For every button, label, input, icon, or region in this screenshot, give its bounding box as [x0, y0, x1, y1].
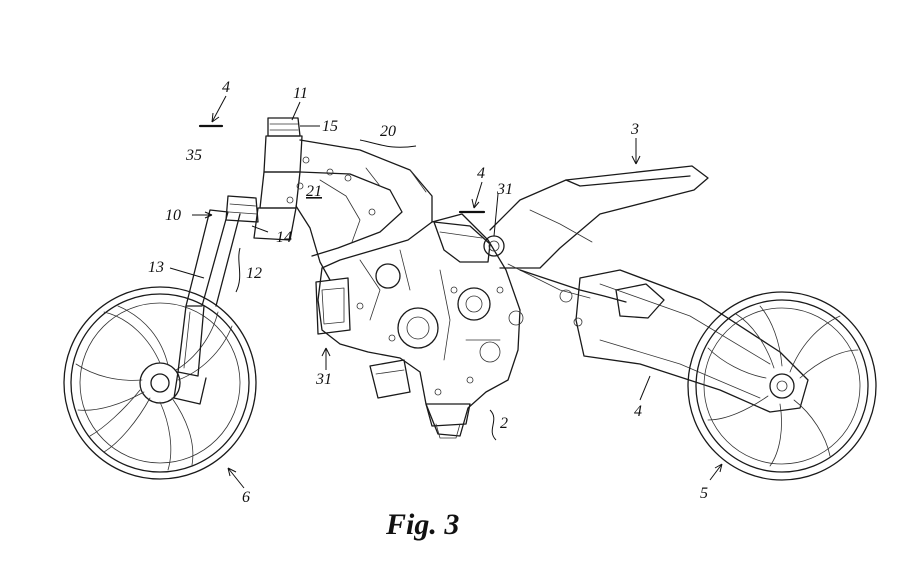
label-21: 21	[306, 183, 322, 200]
engine	[315, 213, 524, 439]
section-markers	[198, 95, 486, 214]
frame	[286, 139, 433, 281]
label-31-bottom: 31	[315, 371, 332, 388]
reference-labels: 4 11 15 20 3 35 21 4 31 10 14 13 12 31 2…	[148, 79, 708, 506]
label-4-mid: 4	[477, 165, 485, 182]
swingarm	[575, 269, 809, 413]
front-wheel-spokes	[75, 305, 233, 471]
label-5: 5	[700, 485, 708, 502]
label-12: 12	[246, 265, 262, 282]
label-4-top: 4	[222, 79, 230, 96]
label-20: 20	[380, 123, 396, 140]
label-13: 13	[148, 259, 164, 276]
rear-subframe	[489, 165, 709, 327]
label-2: 2	[500, 415, 508, 432]
label-11: 11	[293, 85, 308, 102]
label-31-top: 31	[496, 181, 513, 198]
label-6: 6	[242, 489, 250, 506]
label-14: 14	[276, 229, 292, 246]
label-15: 15	[322, 118, 338, 135]
label-4-swingarm: 4	[634, 403, 642, 420]
rear-wheel-spokes	[707, 305, 859, 467]
label-3: 3	[630, 121, 639, 138]
figure-caption: Fig. 3	[385, 508, 459, 541]
front-wheel	[63, 286, 257, 480]
rear-wheel	[687, 291, 877, 481]
front-fork	[173, 195, 259, 405]
label-35: 35	[185, 147, 202, 164]
label-10: 10	[165, 207, 181, 224]
leader-lines	[169, 101, 723, 489]
steering-head	[253, 117, 303, 241]
